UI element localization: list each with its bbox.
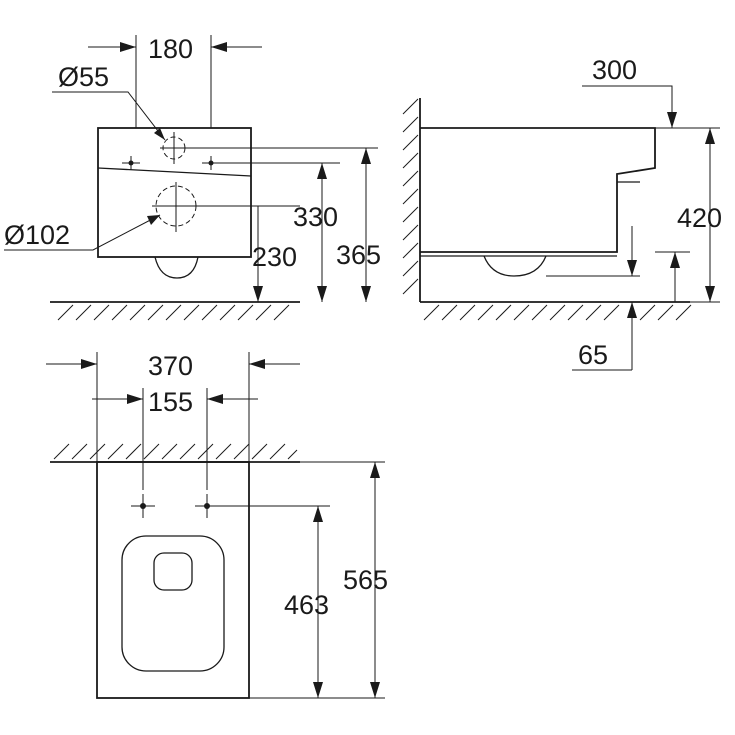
side-floor-hatching (423, 304, 692, 321)
height-330-label: 330 (293, 202, 338, 232)
fixing-point-left (140, 503, 146, 509)
depth-565-label: 565 (343, 565, 388, 595)
height-230-label: 230 (252, 242, 297, 272)
outlet-diameter-label: Ø102 (4, 220, 70, 250)
gap-65-label: 65 (578, 340, 608, 370)
inlet-diameter-label: Ø55 (58, 62, 109, 92)
width-180-label: 180 (148, 34, 193, 64)
depth-463-label: 463 (284, 590, 329, 620)
front-foot (154, 256, 199, 279)
side-bowl-outline (420, 127, 656, 253)
top-bowl-outline (96, 461, 250, 699)
top-view: 370 155 463 565 (46, 351, 388, 699)
spacing-155-label: 155 (148, 387, 193, 417)
side-wall-hatching (402, 98, 419, 295)
side-foot (483, 255, 547, 277)
projection-300-label: 300 (592, 55, 637, 85)
height-420-label: 420 (677, 203, 722, 233)
seat-outline (121, 535, 225, 672)
height-365-label: 365 (336, 240, 381, 270)
fixing-point-right (204, 503, 210, 509)
front-floor-hatching (57, 304, 290, 321)
front-rim-line (97, 167, 252, 177)
front-view: Ø55 Ø102 180 230 330 365 (4, 34, 381, 321)
top-wall-hatching (53, 443, 298, 460)
width-370-label: 370 (148, 351, 193, 381)
front-bowl-outline (97, 127, 252, 258)
side-view: 300 420 65 (402, 55, 722, 371)
bowl-opening (153, 552, 193, 591)
